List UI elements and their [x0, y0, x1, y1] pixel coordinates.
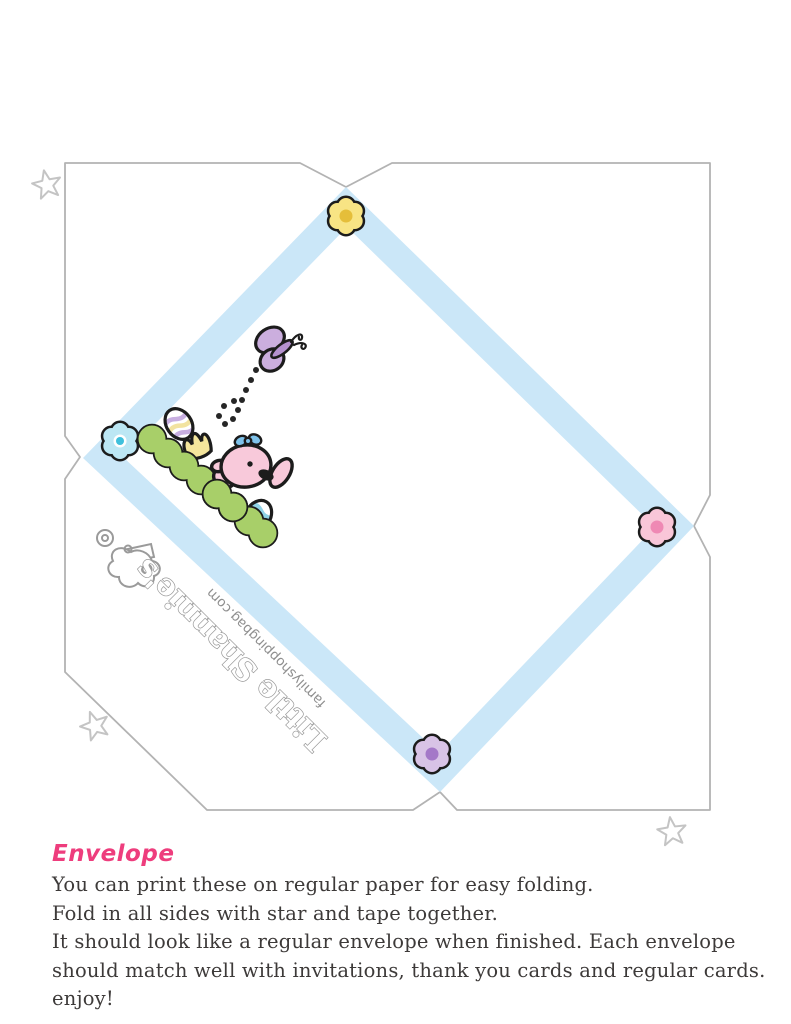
bunny-illustration	[209, 433, 294, 490]
flower-icon-pink	[637, 506, 677, 548]
flower-icon-purple	[412, 733, 452, 775]
butterfly-icon	[254, 325, 307, 373]
instruction-line: Fold in all sides with star and tape tog…	[52, 901, 499, 925]
dotted-flight-trail	[216, 367, 259, 427]
envelope-front-inner	[123, 227, 655, 753]
bunny-muzzle	[258, 469, 274, 481]
easter-illustration	[136, 325, 307, 549]
flower-icon-yellow	[326, 195, 366, 237]
envelope-cut-outline	[64, 162, 711, 811]
bow-icon	[233, 433, 263, 448]
brand-lamb-logo	[96, 529, 161, 588]
instruction-line: enjoy!	[52, 987, 114, 1010]
fold-star-icon-bottom-right	[656, 816, 687, 847]
instructions-block: Envelope You can print these on regular …	[52, 841, 766, 1014]
easter-egg-icon-lavender	[161, 407, 199, 442]
butterfly-antennae	[289, 333, 307, 351]
fold-star-icon-left	[79, 710, 109, 742]
flower-icon-blue	[100, 420, 140, 462]
instruction-line: You can print these on regular paper for…	[52, 873, 594, 896]
bunny-eye	[247, 461, 253, 467]
instructions-heading: Envelope	[52, 841, 175, 867]
vine-foreground	[201, 478, 249, 523]
instruction-line: It should look like a regular envelope w…	[52, 930, 736, 953]
fold-star-icon-top-left	[31, 169, 61, 200]
instruction-line: should match well with invitations, than…	[52, 958, 766, 982]
